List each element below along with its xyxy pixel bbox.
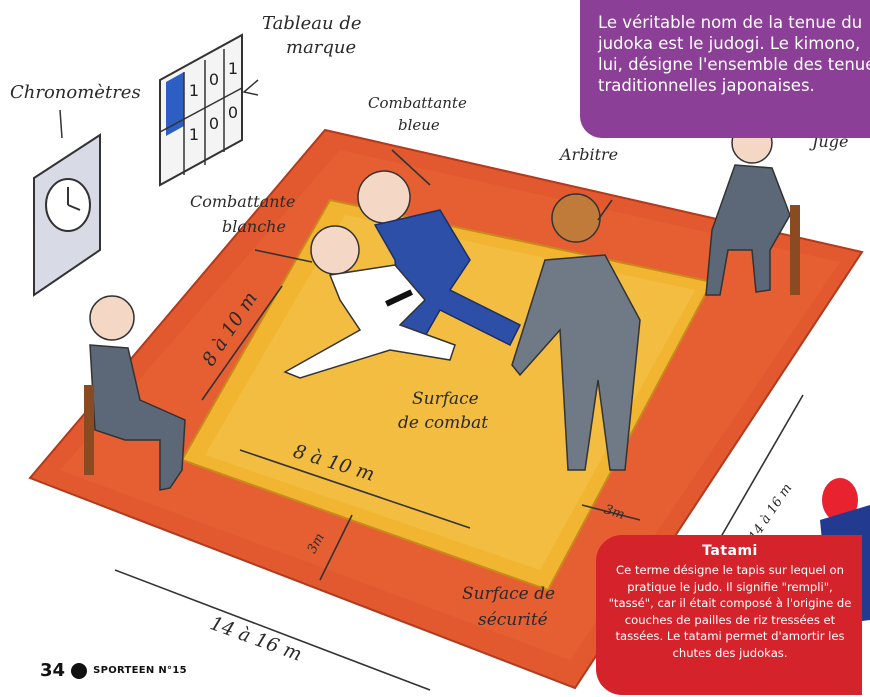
- page-number: 34: [40, 660, 65, 681]
- tatami-body: Ce terme désigne le tapis sur lequel on …: [608, 562, 852, 661]
- magazine-logo-icon: [71, 663, 87, 679]
- chronometer-clock: [34, 110, 100, 295]
- scoreboard-panel: [160, 35, 258, 185]
- label-tableau: Tableau de: [262, 14, 362, 34]
- did-you-know-line-2: judoka est le judogi. Le kimono,: [598, 33, 870, 54]
- scoreboard-digit: 0: [209, 114, 219, 133]
- label-combattante-bleue-2: bleue: [398, 117, 440, 134]
- scoreboard-digit: 0: [209, 70, 219, 89]
- label-chronometres: Chronomètres: [10, 83, 141, 103]
- label-combattante-blanche: Combattante: [190, 193, 295, 211]
- did-you-know-line-3: lui, désigne l'ensemble des tenues: [598, 54, 870, 75]
- did-you-know-line-1: Le véritable nom de la tenue du: [598, 12, 870, 33]
- label-surface-securite: Surface de: [462, 585, 555, 604]
- page-footer: 34 SPORTEEN N°15: [40, 660, 187, 681]
- label-tableau-2: marque: [286, 38, 356, 58]
- label-arbitre: Arbitre: [560, 146, 618, 164]
- tatami-info-box: Tatami Ce terme désigne le tapis sur leq…: [596, 535, 862, 695]
- scoreboard-digit: 1: [189, 125, 199, 144]
- label-surface-securite-2: sécurité: [478, 611, 548, 630]
- scoreboard-digit: 1: [189, 81, 199, 100]
- did-you-know-line-4: traditionnelles japonaises.: [598, 75, 870, 96]
- tatami-title: Tatami: [608, 543, 852, 559]
- did-you-know-box: Le véritable nom de la tenue du judoka e…: [580, 0, 870, 138]
- label-combattante-blanche-2: blanche: [222, 218, 286, 236]
- magazine-name: SPORTEEN N°15: [93, 665, 187, 676]
- label-combattante-bleue: Combattante: [368, 95, 467, 112]
- label-surface-combat: Surface: [412, 390, 479, 409]
- label-surface-combat-2: de combat: [398, 414, 488, 433]
- scoreboard-digit: 1: [228, 59, 238, 78]
- scoreboard-digit: 0: [228, 103, 238, 122]
